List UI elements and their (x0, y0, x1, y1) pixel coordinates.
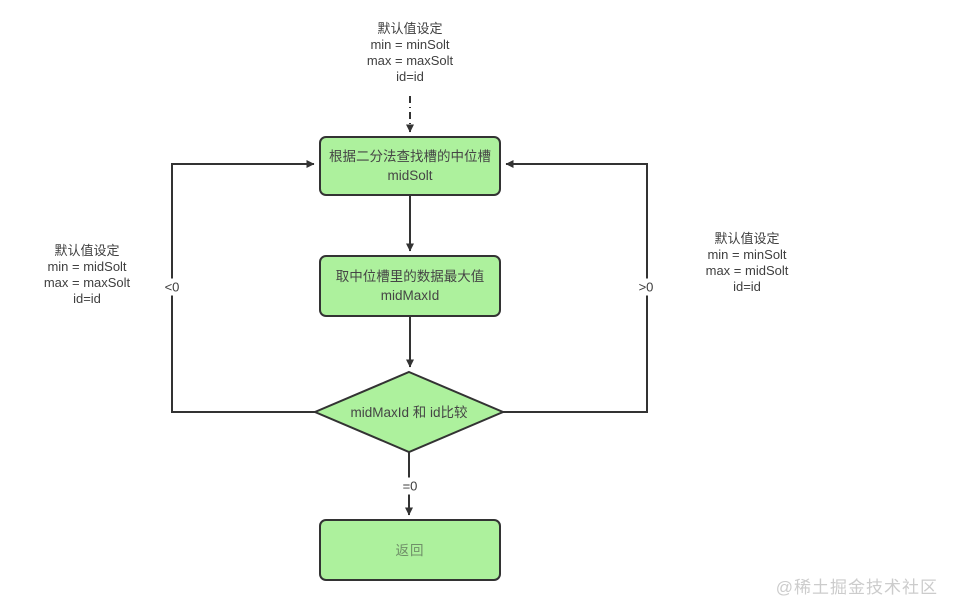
terminal-box-return (319, 519, 501, 581)
terminal-label-return: 返回 (320, 520, 500, 580)
decision-label-compare: midMaxId 和 id比较 (319, 372, 499, 452)
edge-label-less-than: <0 (162, 278, 182, 296)
right-annotation: 默认值设定 min = minSolt max = midSolt id=id (677, 231, 817, 295)
top-annotation-line: min = minSolt (370, 37, 450, 52)
decision-diamond-compare (312, 370, 506, 454)
left-annotation: 默认值设定 min = midSolt max = maxSolt id=id (17, 243, 157, 307)
top-annotation-line: id=id (396, 69, 424, 84)
left-annotation-line: max = maxSolt (43, 275, 131, 290)
right-annotation-line: id=id (733, 279, 761, 294)
left-annotation-line: min = midSolt (47, 259, 127, 274)
process-box-find-mid-slot (319, 136, 501, 196)
process-label-find-mid-slot: 根据二分法查找槽的中位槽 midSolt (320, 137, 500, 195)
process-label-get-max-id: 取中位槽里的数据最大值 midMaxId (320, 256, 500, 316)
process-label-line: 根据二分法查找槽的中位槽 (329, 149, 491, 164)
process-label-line: 取中位槽里的数据最大值 (335, 269, 485, 284)
loop-greater-than-connector (503, 160, 648, 413)
right-annotation-line: 默认值设定 (714, 231, 780, 246)
right-annotation-line: min = minSolt (707, 247, 787, 262)
left-annotation-line: id=id (73, 291, 101, 306)
right-annotation-line: max = midSolt (705, 263, 789, 278)
left-annotation-line: 默认值设定 (54, 243, 120, 258)
process-box-get-max-id (319, 255, 501, 317)
process-label-line: midSolt (387, 168, 433, 183)
edge-label-equal: =0 (400, 477, 420, 495)
process-label-line: midMaxId (380, 288, 440, 303)
watermark: @稀土掘金技术社区 (775, 578, 938, 597)
decision-label-line: midMaxId 和 id比较 (350, 404, 468, 420)
edge-label-greater-than: >0 (636, 278, 656, 296)
top-annotation-line: max = maxSolt (366, 53, 454, 68)
terminal-label-line: 返回 (395, 542, 425, 558)
top-annotation: 默认值设定 min = minSolt max = maxSolt id=id (310, 21, 510, 85)
top-annotation-line: 默认值设定 (377, 21, 443, 36)
loop-less-than-connector (171, 160, 315, 413)
